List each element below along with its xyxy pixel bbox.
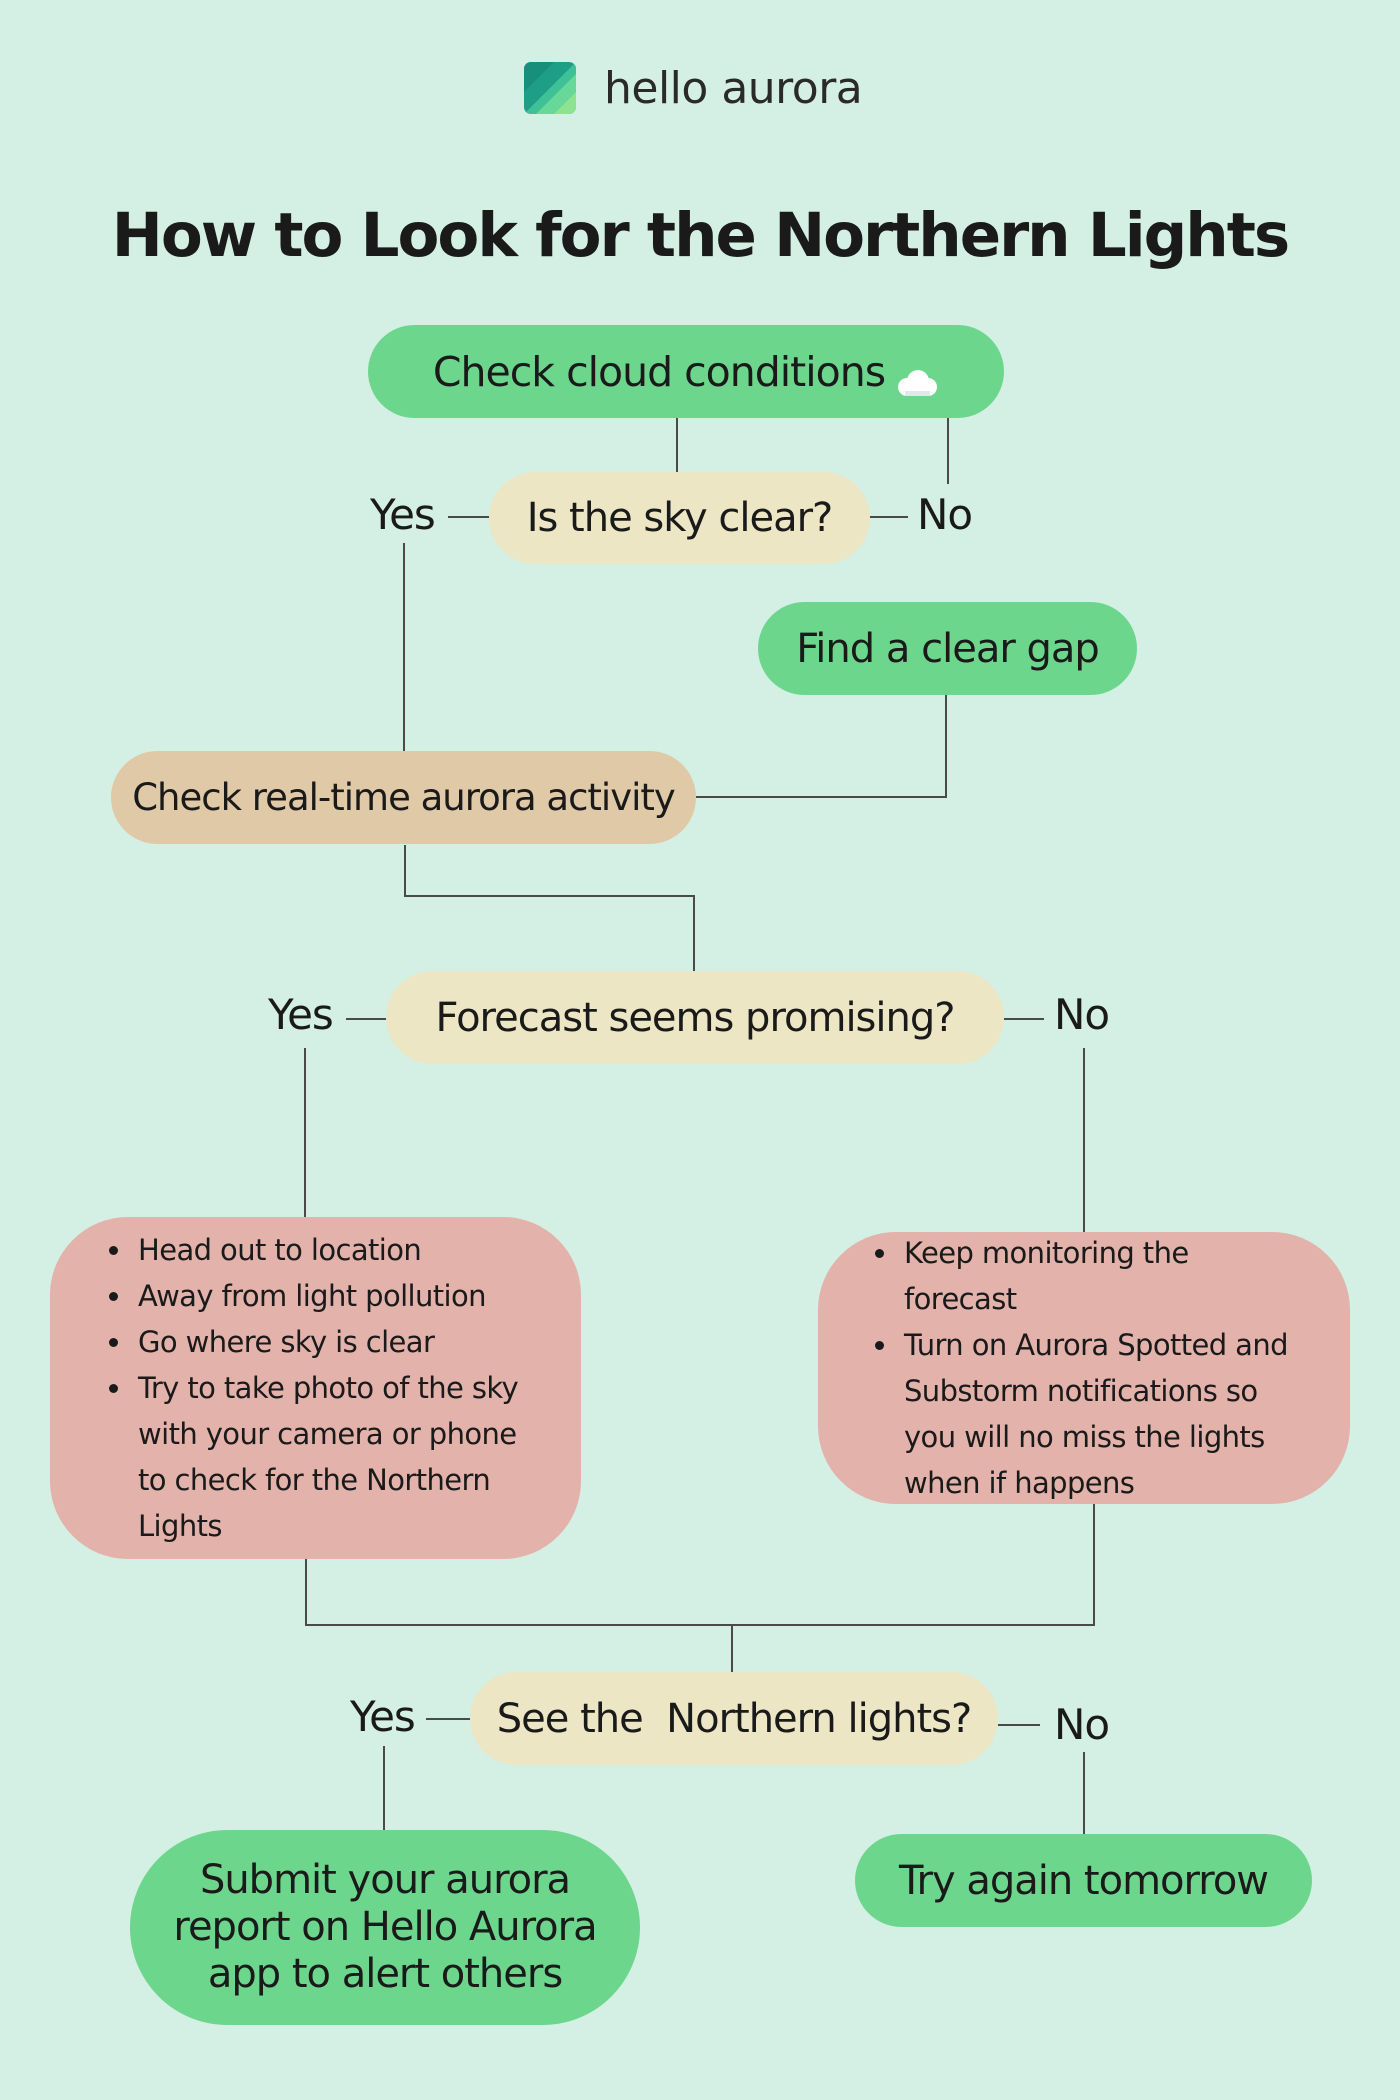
no-actions-list: Keep monitoring the forecast Turn on Aur… <box>866 1230 1302 1506</box>
submit-report-node: Submit your aurora report on Hello Auror… <box>130 1830 640 2025</box>
brand-name: hello aurora <box>604 62 863 114</box>
yes-label: Yes <box>268 990 334 1039</box>
check-cloud-label: Check cloud conditions <box>432 347 886 396</box>
aurora-logo-icon <box>524 62 576 114</box>
check-activity-node: Check real-time aurora activity <box>111 751 696 844</box>
list-item: Go where sky is clear <box>134 1319 541 1365</box>
cloud-icon <box>893 359 939 396</box>
brand-header: hello aurora <box>524 60 863 116</box>
submit-report-label: Submit your aurora report on Hello Auror… <box>173 1857 597 1997</box>
no-label: No <box>917 490 973 539</box>
try-again-label: Try again tomorrow <box>898 1857 1269 1904</box>
no-label: No <box>1054 990 1110 1039</box>
yes-actions-box: Head out to location Away from light pol… <box>50 1217 581 1559</box>
list-item: Try to take photo of the sky with your c… <box>134 1365 541 1549</box>
check-activity-label: Check real-time aurora activity <box>132 776 676 819</box>
find-gap-label: Find a clear gap <box>796 625 1100 672</box>
see-lights-decision: See the Northern lights? <box>470 1672 998 1765</box>
forecast-decision: Forecast seems promising? <box>386 971 1004 1064</box>
yes-label: Yes <box>370 490 436 539</box>
list-item: Turn on Aurora Spotted and Substorm noti… <box>900 1322 1302 1506</box>
list-item: Head out to location <box>134 1227 541 1273</box>
sky-clear-decision: Is the sky clear? <box>489 472 870 564</box>
find-gap-node: Find a clear gap <box>758 602 1137 695</box>
yes-label: Yes <box>350 1692 416 1741</box>
yes-actions-list: Head out to location Away from light pol… <box>100 1227 541 1549</box>
list-item: Away from light pollution <box>134 1273 541 1319</box>
see-lights-label: See the Northern lights? <box>496 1695 972 1742</box>
page-title: How to Look for the Northern Lights <box>111 200 1290 271</box>
list-item: Keep monitoring the forecast <box>900 1230 1302 1322</box>
try-again-node: Try again tomorrow <box>855 1834 1312 1927</box>
sky-clear-label: Is the sky clear? <box>526 495 834 541</box>
check-cloud-node: Check cloud conditions <box>368 325 1004 418</box>
forecast-label: Forecast seems promising? <box>435 994 956 1041</box>
no-label: No <box>1054 1700 1110 1749</box>
no-actions-box: Keep monitoring the forecast Turn on Aur… <box>818 1232 1350 1504</box>
